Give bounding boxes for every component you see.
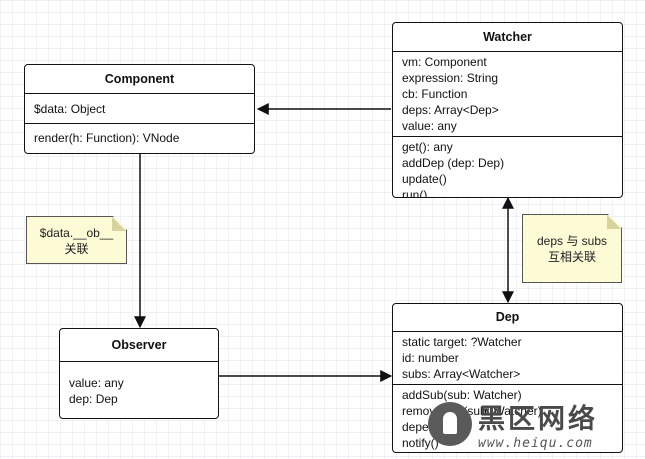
observer-title: Observer: [60, 329, 218, 362]
dep-title: Dep: [393, 304, 622, 332]
watermark-url: www.heiqu.com: [478, 436, 593, 451]
watcher-method: update(): [402, 172, 447, 186]
dep-methods: addSub(sub: Watcher) removeSub(sub: Watc…: [393, 384, 622, 452]
component-attributes: $data: Object: [25, 94, 254, 123]
component-attribute: $data: Object: [34, 102, 106, 116]
component-methods: render(h: Function): VNode: [25, 123, 254, 148]
watcher-method: addDep (dep: Dep): [402, 156, 505, 170]
note-data-ob-association: $data.__ob__ 关联: [26, 216, 127, 264]
dep-attribute: id: number: [402, 351, 459, 365]
watcher-title: Watcher: [393, 23, 622, 52]
observer-class: Observer value: any dep: Dep: [59, 328, 219, 419]
watermark-title: 黑区网络: [478, 404, 598, 435]
watcher-methods: get(): any addDep (dep: Dep) update() ru…: [393, 136, 622, 198]
dep-attributes: static target: ?Watcher id: number subs:…: [393, 332, 622, 384]
dep-method: notify(): [402, 436, 439, 450]
dep-method: addSub(sub: Watcher): [402, 388, 522, 402]
watermark-text: 黑区网络 www.heiqu.com: [478, 397, 598, 451]
watermark-logo-icon: [428, 402, 472, 446]
watcher-class: Watcher vm: Component expression: String…: [392, 22, 623, 198]
watcher-attribute: vm: Component: [402, 55, 487, 69]
watcher-attribute: expression: String: [402, 71, 499, 85]
watcher-attribute: cb: Function: [402, 87, 468, 101]
watcher-method: run(): [402, 188, 428, 198]
watermark: 黑区网络 www.heiqu.com: [428, 393, 640, 455]
note-deps-subs-association: deps 与 subs 互相关联: [522, 214, 622, 283]
watcher-attributes: vm: Component expression: String cb: Fun…: [393, 52, 622, 136]
watcher-method: get(): any: [402, 140, 453, 154]
note-line: $data.__ob__: [39, 226, 114, 240]
observer-attribute: value: any: [69, 376, 124, 390]
watcher-attribute: value: any: [402, 119, 457, 133]
note-line: 关联: [64, 242, 89, 256]
note-line: deps 与 subs: [536, 234, 608, 248]
observer-attribute: dep: Dep: [69, 392, 118, 406]
dep-attribute: static target: ?Watcher: [402, 335, 522, 349]
observer-attributes: value: any dep: Dep: [60, 362, 218, 409]
component-class: Component $data: Object render(h: Functi…: [24, 64, 255, 154]
dep-attribute: subs: Array<Watcher>: [402, 367, 521, 381]
dep-class: Dep static target: ?Watcher id: number s…: [392, 303, 623, 453]
watcher-attribute: deps: Array<Dep>: [402, 103, 499, 117]
note-line: 互相关联: [547, 250, 596, 264]
component-title: Component: [25, 65, 254, 94]
component-method: render(h: Function): VNode: [34, 131, 180, 145]
